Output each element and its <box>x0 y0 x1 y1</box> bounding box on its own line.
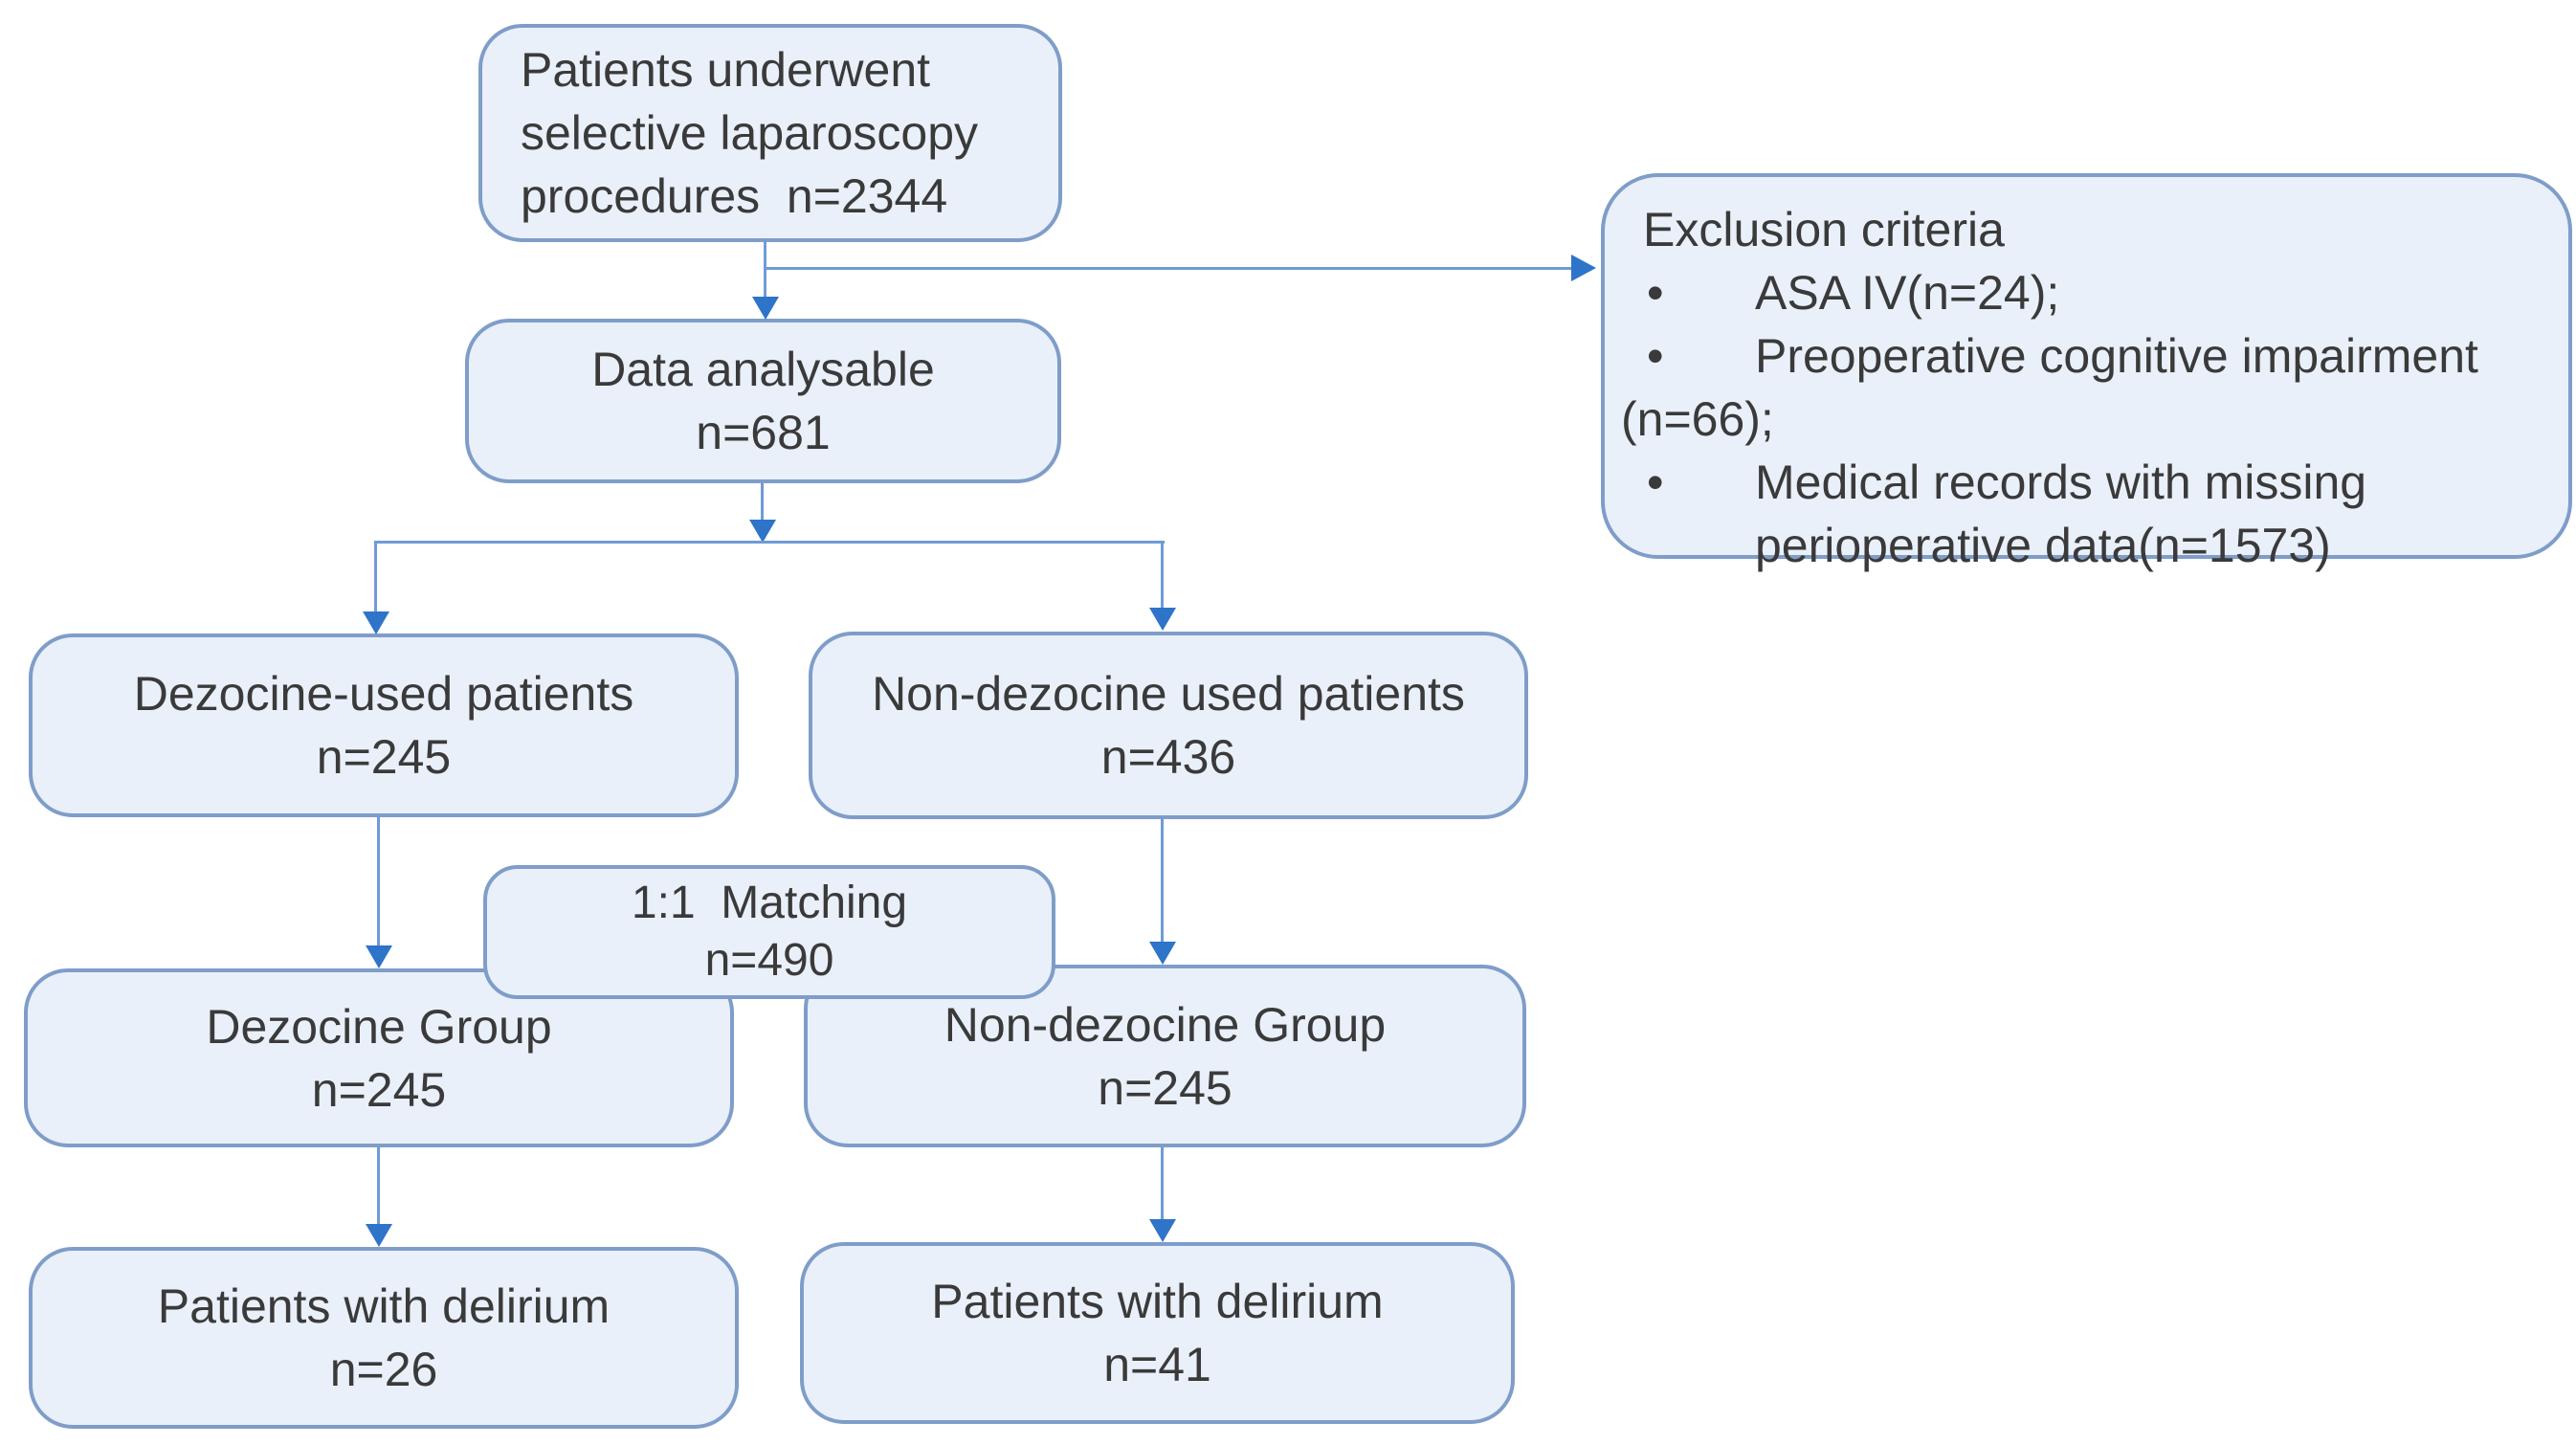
exclusion-item: • ASA IV(n=24); <box>1643 261 2540 324</box>
box-text: n=681 <box>696 406 831 459</box>
connector-dezocine-group-to-delirium <box>377 1147 380 1226</box>
box-delirium-non-dezocine: Patients with delirium n=41 <box>800 1242 1515 1424</box>
box-matching: 1:1 Matching n=490 <box>483 865 1055 999</box>
arrow-down-icon <box>1149 608 1176 631</box>
arrow-down-icon <box>752 297 779 320</box>
bullet-icon: • <box>1647 456 1664 509</box>
exclusion-item-wrap: perioperative data(n=1573) <box>1755 519 2331 572</box>
exclusion-item: • Medical records with missing <box>1643 451 2540 514</box>
arrow-down-icon <box>363 611 389 634</box>
box-text: n=245 <box>311 1062 447 1117</box>
exclusion-item-wrap: (n=66); <box>1621 392 1774 446</box>
connector-dezocine-used-to-group <box>377 816 380 947</box>
connector-split-bar <box>376 541 1165 544</box>
box-text: n=245 <box>1098 1060 1232 1115</box>
connector-non-dezocine-group-to-delirium <box>1161 1147 1164 1221</box>
box-text: Non-dezocine Group <box>944 997 1387 1052</box>
arrow-down-icon <box>1149 1219 1176 1242</box>
exclusion-title: Exclusion criteria <box>1643 203 2005 256</box>
bullet-icon: • <box>1647 329 1664 383</box>
box-patients-underwent: Patients underwent selective laparoscopy… <box>478 24 1062 242</box>
box-dezocine-used-patients: Dezocine-used patients n=245 <box>29 634 739 817</box>
bullet-icon: • <box>1647 266 1664 320</box>
box-text: Data analysable <box>591 343 935 396</box>
arrow-down-icon <box>749 520 776 543</box>
box-text: n=41 <box>1103 1338 1211 1391</box>
box-text: Dezocine-used patients <box>133 667 634 721</box>
arrow-down-icon <box>1149 942 1176 965</box>
box-text: n=26 <box>329 1343 438 1396</box>
box-text: Patients with delirium <box>157 1279 611 1333</box>
arrow-down-icon <box>366 945 392 968</box>
box-text: n=436 <box>1100 730 1236 784</box>
arrow-down-icon <box>366 1224 392 1247</box>
box-text: 1:1 Matching <box>631 878 908 928</box>
box-text: n=490 <box>704 935 834 986</box>
connector-top-to-analysable <box>764 239 766 299</box>
box-delirium-dezocine: Patients with delirium n=26 <box>29 1247 739 1429</box>
box-text: Non-dezocine used patients <box>872 667 1465 721</box>
box-text: Patients with delirium <box>931 1275 1384 1328</box>
box-text: Patients underwent <box>521 43 931 97</box>
box-exclusion-criteria: Exclusion criteria • ASA IV(n=24); • Pre… <box>1601 173 2572 572</box>
box-text: Dezocine Group <box>206 999 552 1054</box>
exclusion-item: • Preoperative cognitive impairment <box>1643 324 2540 388</box>
connector-split-to-dezocine-used <box>374 541 377 613</box>
connector-analysable-to-split <box>761 483 764 522</box>
box-non-dezocine-used-patients: Non-dezocine used patients n=436 <box>809 632 1528 819</box>
connector-split-to-non-dezocine-used <box>1161 541 1164 610</box>
connector-non-dezocine-used-to-group <box>1161 819 1164 944</box>
arrow-right-icon <box>1571 255 1596 281</box>
connector-to-exclusion <box>766 267 1571 270</box>
box-data-analysable: Data analysable n=681 <box>465 319 1061 483</box>
box-text: n=245 <box>316 730 452 784</box>
box-text: selective laparoscopy <box>521 106 979 160</box>
box-text: procedures n=2344 <box>521 169 948 223</box>
